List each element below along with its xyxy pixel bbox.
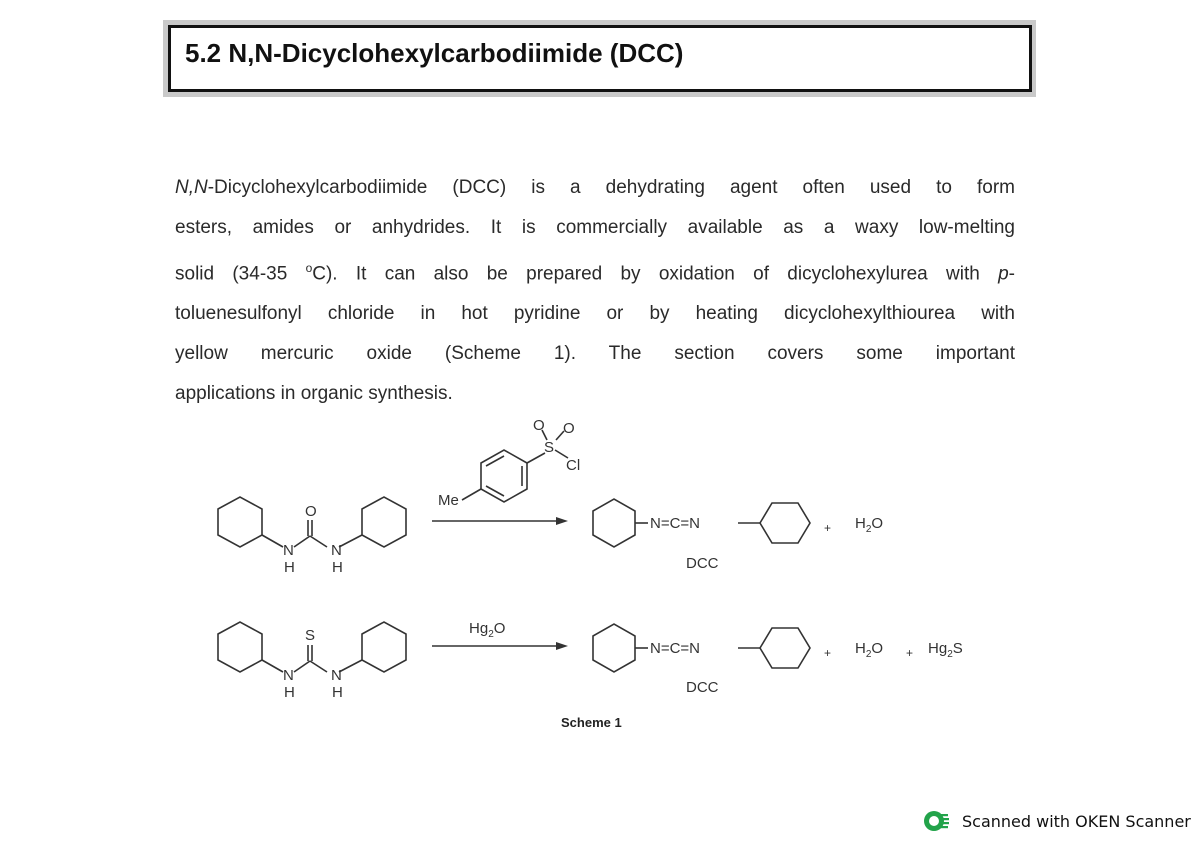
thiourea-sulfur: S	[305, 627, 315, 644]
section-title: 5.2 N,N-Dicyclohexylcarbodiimide (DCC)	[185, 38, 684, 68]
paragraph-line: solid (34-35 oC). It can also be prepare…	[175, 261, 1015, 285]
scanner-text: Scanned with OKEN Scanner	[962, 811, 1191, 831]
dicyclohexylthiourea-structure	[217, 621, 407, 673]
paragraph-line: esters, amides or anhydrides. It is comm…	[175, 217, 1015, 238]
mercury-sulfide-label: Hg2S	[928, 640, 963, 660]
body-paragraph: N,N-Dicyclohexylcarbodiimide (DCC) is a …	[175, 168, 1015, 414]
scanner-watermark: Scanned with OKEN Scanner	[922, 808, 1191, 834]
paragraph-line: toluenesulfonyl chloride in hot pyridine…	[175, 303, 1015, 325]
italic-nn: N,N	[175, 177, 208, 198]
cyclohexane-ring	[217, 621, 263, 673]
nitrogen-label: N	[283, 667, 294, 684]
hydrogen-label: H	[284, 559, 295, 576]
sulfur-label: S	[544, 439, 554, 456]
water-label: H2O	[855, 515, 883, 535]
cyclohexane-ring	[759, 502, 811, 544]
paragraph-line: yellow mercuric oxide (Scheme 1). The se…	[175, 343, 1015, 365]
hydrogen-label: H	[332, 684, 343, 701]
urea-oxygen: O	[305, 503, 317, 520]
plus-sign: +	[906, 646, 913, 660]
dicyclohexylurea-structure	[217, 496, 407, 548]
nitrogen-label: N	[283, 542, 294, 559]
dcc-structure	[592, 498, 811, 548]
reaction-arrow	[432, 517, 568, 525]
scheme-caption: Scheme 1	[561, 715, 622, 730]
oken-scanner-logo-icon	[924, 811, 949, 831]
nitrogen-label: N	[331, 667, 342, 684]
product-label: DCC	[686, 679, 719, 696]
dcc-structure	[592, 623, 811, 673]
water-label: H2O	[855, 640, 883, 660]
hydrogen-label: H	[332, 559, 343, 576]
title-box: 5.2 N,N-Dicyclohexylcarbodiimide (DCC)	[168, 25, 1032, 92]
paragraph-line: N,N-Dicyclohexylcarbodiimide (DCC) is a …	[175, 177, 1015, 198]
product-label: DCC	[686, 555, 719, 572]
plus-sign: +	[824, 521, 831, 535]
cyclohexane-ring	[217, 496, 263, 548]
cyclohexane-ring	[361, 496, 407, 548]
cyclohexane-ring	[592, 623, 636, 673]
oxygen-label: O	[563, 420, 575, 437]
reaction-arrow	[432, 642, 568, 650]
cyclohexane-ring	[361, 621, 407, 673]
cyclohexane-ring	[592, 498, 636, 548]
oxygen-label: O	[533, 417, 545, 434]
mercuric-oxide-label: Hg2O	[469, 620, 505, 640]
carbodiimide-label: N=C=N	[650, 640, 700, 657]
chlorine-label: Cl	[566, 457, 580, 474]
tosyl-chloride-structure	[461, 429, 569, 503]
paragraph-line: applications in organic synthesis.	[175, 383, 453, 405]
nitrogen-label: N	[331, 542, 342, 559]
cyclohexane-ring	[759, 627, 811, 669]
methyl-label: Me	[438, 492, 459, 509]
hydrogen-label: H	[284, 684, 295, 701]
plus-sign: +	[824, 646, 831, 660]
carbodiimide-label: N=C=N	[650, 515, 700, 532]
benzene-ring	[480, 449, 528, 503]
